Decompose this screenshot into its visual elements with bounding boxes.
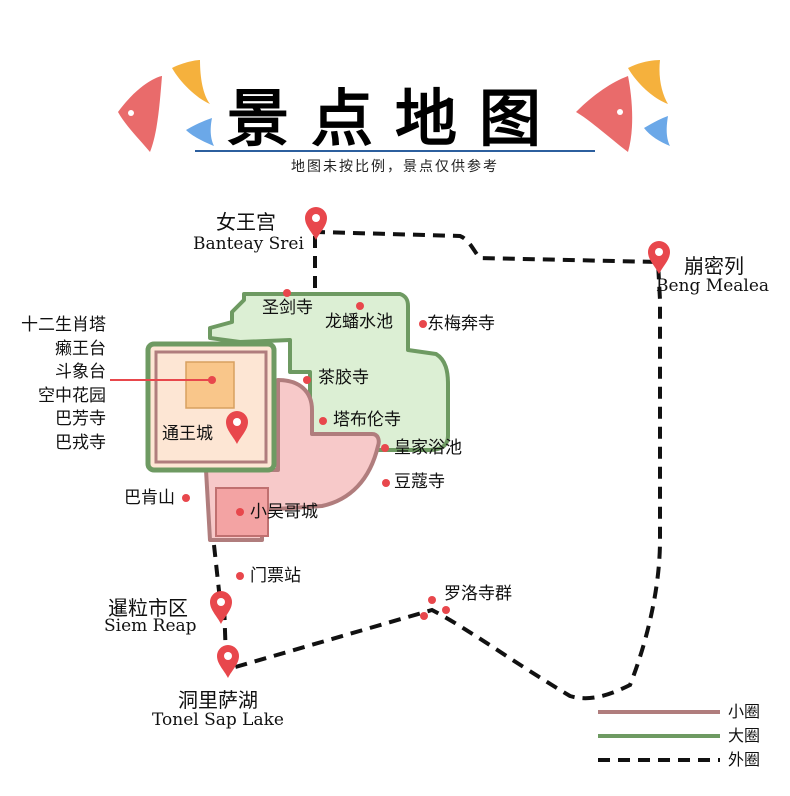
red-fish-icon xyxy=(576,76,633,152)
blue-fish-icon xyxy=(644,116,670,146)
label-banteay-kdei: 豆蔻寺 xyxy=(394,472,445,492)
bayon-square xyxy=(185,361,235,409)
label-roluos: 罗洛寺群 xyxy=(444,584,512,604)
title-divider xyxy=(195,150,595,152)
fish-decoration-left xyxy=(118,60,214,152)
pin-banteay-srei-icon xyxy=(305,207,327,240)
label-tonle-sap-en: Tonel Sap Lake xyxy=(152,710,284,730)
list-item: 癞王台 xyxy=(55,338,106,359)
label-siem-reap-cn: 暹粒市区 xyxy=(108,596,188,620)
dot-angkor-thom xyxy=(236,508,244,516)
blue-fish-icon xyxy=(186,118,214,146)
site-dots xyxy=(182,289,450,620)
pin-tonle-sap-icon xyxy=(217,645,239,678)
pin-beng-mealea-icon xyxy=(648,241,670,274)
dot-roluos-1 xyxy=(428,596,436,604)
angkor-wat-inner-border xyxy=(154,350,268,464)
legend-outer-label: 外圈 xyxy=(728,750,761,769)
label-banteay-srei-cn: 女王宫 xyxy=(216,210,276,234)
list-item: 斗象台 xyxy=(55,362,106,382)
pin-angkor-wat-icon xyxy=(226,411,248,444)
map-pins xyxy=(210,207,670,678)
pin-siem-reap-icon xyxy=(210,591,232,624)
label-ticket-office: 门票站 xyxy=(250,566,301,586)
dot-banteay-kdei xyxy=(382,479,390,487)
red-fish-icon xyxy=(118,76,162,152)
label-beng-mealea-cn: 崩密列 xyxy=(684,254,744,278)
angkor-thom-square xyxy=(215,487,269,537)
fish-decoration-right xyxy=(576,60,670,152)
label-phnom-bakheng: 巴肯山 xyxy=(124,488,175,508)
label-banteay-srei-en: Banteay Srei xyxy=(193,234,304,254)
label-east-mebon: 东梅奔寺 xyxy=(427,314,495,334)
page-subtitle: 地图未按比例，景点仅供参考 xyxy=(291,159,499,175)
list-item: 巴芳寺 xyxy=(55,409,106,429)
label-ta-keo: 茶胶寺 xyxy=(318,368,369,388)
dot-ta-keo xyxy=(303,376,311,384)
label-srah-srang: 皇家浴池 xyxy=(394,438,462,458)
label-neak-pean: 龙蟠水池 xyxy=(325,312,393,332)
outer-loop-route xyxy=(212,544,222,601)
legend-big-label: 大圈 xyxy=(728,726,761,745)
big-loop-area xyxy=(208,292,450,452)
dot-srah-srang xyxy=(381,444,389,452)
label-tonle-sap-cn: 洞里萨湖 xyxy=(178,688,258,712)
dot-bayon xyxy=(208,376,216,384)
dot-east-mebon xyxy=(419,320,427,328)
orange-fish-icon xyxy=(172,60,210,104)
page-title: 景点地图 xyxy=(226,82,563,155)
legend-small-label: 小圈 xyxy=(728,702,761,721)
label-ta-prohm: 塔布伦寺 xyxy=(333,410,401,430)
dot-ta-prohm xyxy=(319,417,327,425)
list-item: 巴戎寺 xyxy=(55,432,106,453)
dot-preah-khan xyxy=(283,289,291,297)
dot-roluos-2 xyxy=(442,606,450,614)
label-angkor-wat: 通王城 xyxy=(162,424,213,444)
label-beng-mealea-en: Beng Mealea xyxy=(656,276,770,296)
dot-neak-pean xyxy=(356,302,364,310)
dot-roluos-3 xyxy=(420,612,428,620)
list-item: 十二生肖塔 xyxy=(21,315,106,335)
label-angkor-thom: 小吴哥城 xyxy=(250,502,318,522)
angkor-site-list: 十二生肖塔 癞王台 斗象台 空中花园 巴芳寺 巴戎寺 xyxy=(6,314,106,455)
dot-ticket-office xyxy=(236,572,244,580)
label-preah-khan: 圣剑寺 xyxy=(262,298,313,318)
list-item: 空中花园 xyxy=(38,385,106,406)
orange-fish-icon xyxy=(628,60,668,104)
label-siem-reap-en: Siem Reap xyxy=(104,616,197,636)
dot-phnom-bakheng xyxy=(182,494,190,502)
